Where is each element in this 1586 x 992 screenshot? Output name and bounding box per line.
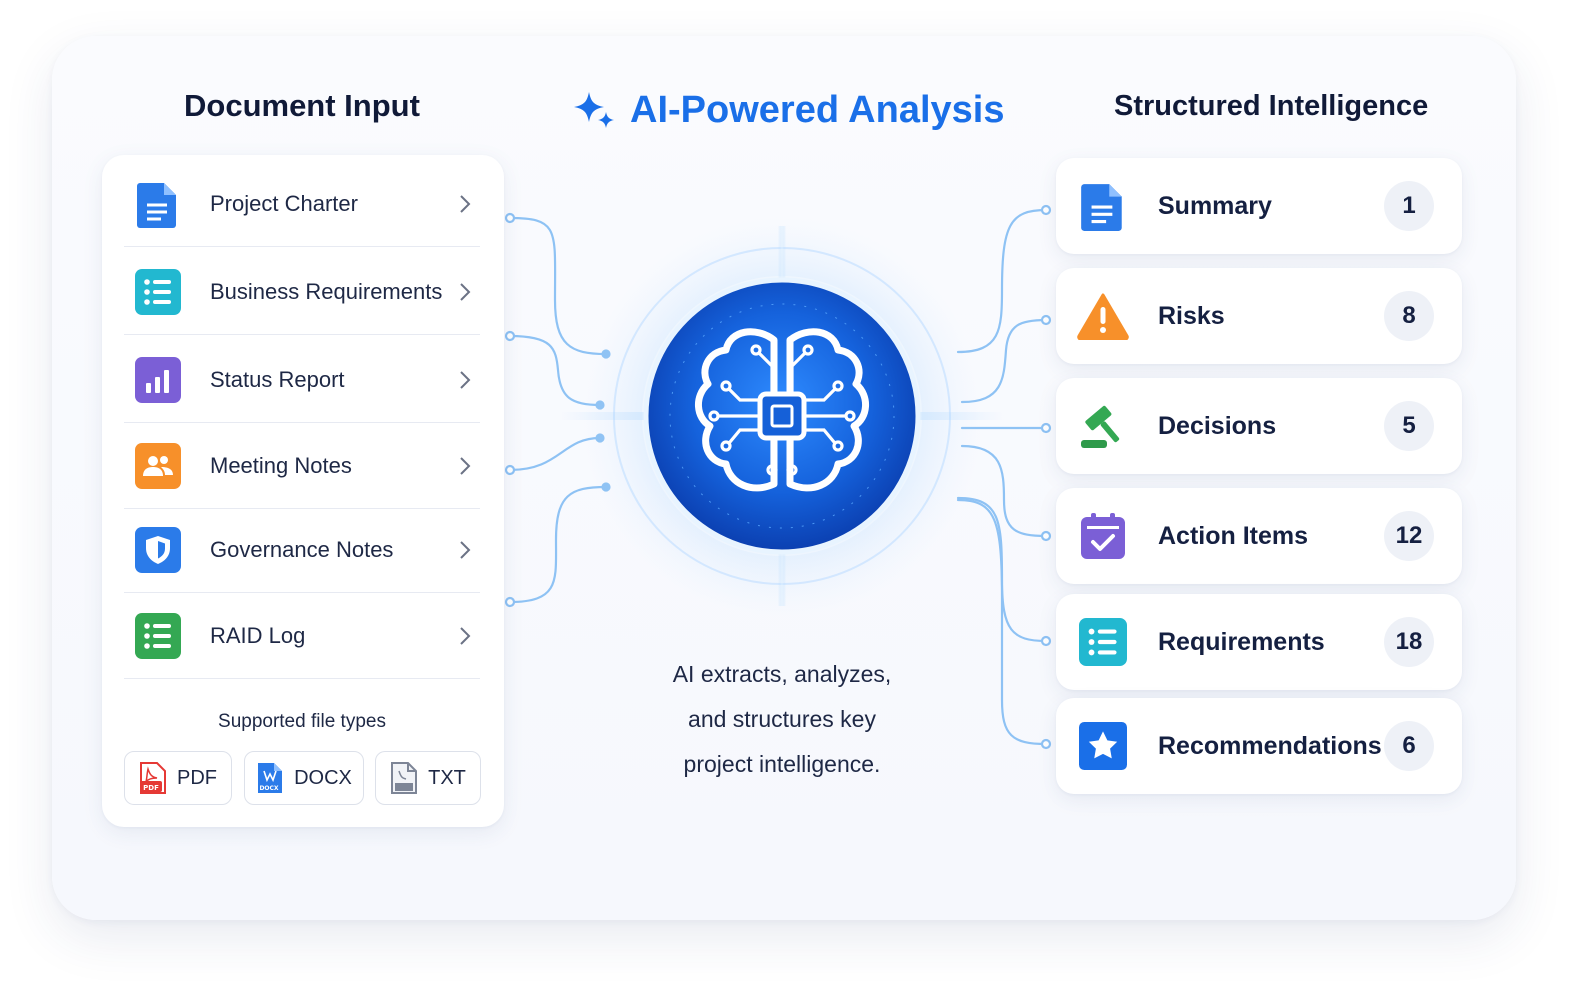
docx-tag: DOCX [260, 785, 279, 792]
list-icon [134, 268, 182, 316]
ai-analysis-title: AI-Powered Analysis [630, 88, 1005, 131]
file-type-label: TXT [428, 766, 466, 789]
file-type-label: PDF [177, 766, 217, 789]
input-item-business-requirements[interactable]: Business Requirements [124, 249, 480, 335]
chevron-right-icon [460, 457, 471, 475]
output-card-risks[interactable]: Risks 8 [1056, 268, 1462, 364]
input-item-status-report[interactable]: Status Report [124, 337, 480, 423]
shield-icon [134, 526, 182, 574]
count-badge: 6 [1384, 721, 1434, 771]
document-input-card: Project Charter Business Requirements St… [102, 155, 504, 827]
txt-file-icon [391, 762, 418, 794]
output-label: Summary [1158, 191, 1272, 220]
output-label: Action Items [1158, 521, 1309, 550]
file-type-docx[interactable]: DOCX DOCX [244, 751, 364, 805]
caption-line: AI extracts, analyzes, [672, 661, 892, 687]
output-card-action-items[interactable]: Action Items 12 [1056, 488, 1462, 584]
document-input-heading: Document Input [184, 88, 420, 123]
document-icon [1076, 179, 1130, 233]
ai-analysis-heading: AI-Powered Analysis [572, 88, 1005, 132]
bar-chart-icon [134, 356, 182, 404]
ai-brain-icon [560, 216, 1004, 616]
analysis-caption: AI extracts, analyzes, and structures ke… [600, 652, 964, 787]
output-label: Decisions [1158, 411, 1277, 440]
structured-intelligence-heading: Structured Intelligence [1114, 90, 1429, 122]
output-label: Risks [1158, 301, 1225, 330]
output-card-summary[interactable]: Summary 1 [1056, 158, 1462, 254]
count-badge: 1 [1384, 181, 1434, 231]
star-icon [1076, 719, 1130, 773]
count-badge: 5 [1384, 401, 1434, 451]
input-item-label: Business Requirements [210, 278, 443, 304]
input-item-label: Meeting Notes [210, 452, 352, 478]
count-badge: 18 [1384, 617, 1434, 667]
pdf-tag: PDF [143, 784, 159, 792]
input-item-raid-log[interactable]: RAID Log [124, 593, 480, 679]
right-wires [956, 204, 1052, 750]
pdf-file-icon: PDF [140, 762, 166, 794]
caption-line: project intelligence. [683, 751, 881, 777]
chevron-right-icon [460, 541, 471, 559]
count-badge: 12 [1384, 511, 1434, 561]
output-card-decisions[interactable]: Decisions 5 [1056, 378, 1462, 474]
list-icon [134, 612, 182, 660]
file-type-label: DOCX [294, 766, 352, 789]
input-item-project-charter[interactable]: Project Charter [124, 161, 480, 247]
document-icon [134, 180, 182, 228]
input-item-meeting-notes[interactable]: Meeting Notes [124, 423, 480, 509]
output-label: Requirements [1158, 627, 1325, 656]
input-item-governance-notes[interactable]: Governance Notes [124, 507, 480, 593]
supported-file-types-title: Supported file types [218, 711, 386, 732]
file-type-txt[interactable]: TXT [375, 751, 481, 805]
input-item-label: Governance Notes [210, 536, 394, 562]
caption-line: and structures key [688, 706, 876, 732]
chevron-right-icon [460, 371, 471, 389]
output-card-recommendations[interactable]: Recommendations 6 [1056, 698, 1462, 794]
output-label: Recommendations [1158, 731, 1382, 760]
warning-icon [1076, 289, 1130, 343]
chevron-right-icon [460, 195, 471, 213]
docx-file-icon: DOCX [258, 763, 283, 793]
chevron-right-icon [460, 627, 471, 645]
input-item-label: Status Report [210, 366, 345, 392]
output-card-requirements[interactable]: Requirements 18 [1056, 594, 1462, 690]
chevron-right-icon [460, 283, 471, 301]
list-icon [1076, 615, 1130, 669]
sparkle-icon [574, 92, 614, 128]
file-type-pdf[interactable]: PDF PDF [124, 751, 232, 805]
input-item-label: RAID Log [210, 622, 306, 648]
people-icon [134, 442, 182, 490]
count-badge: 8 [1384, 291, 1434, 341]
calendar-check-icon [1076, 509, 1130, 563]
input-item-label: Project Charter [210, 190, 358, 216]
gavel-icon [1076, 399, 1130, 453]
